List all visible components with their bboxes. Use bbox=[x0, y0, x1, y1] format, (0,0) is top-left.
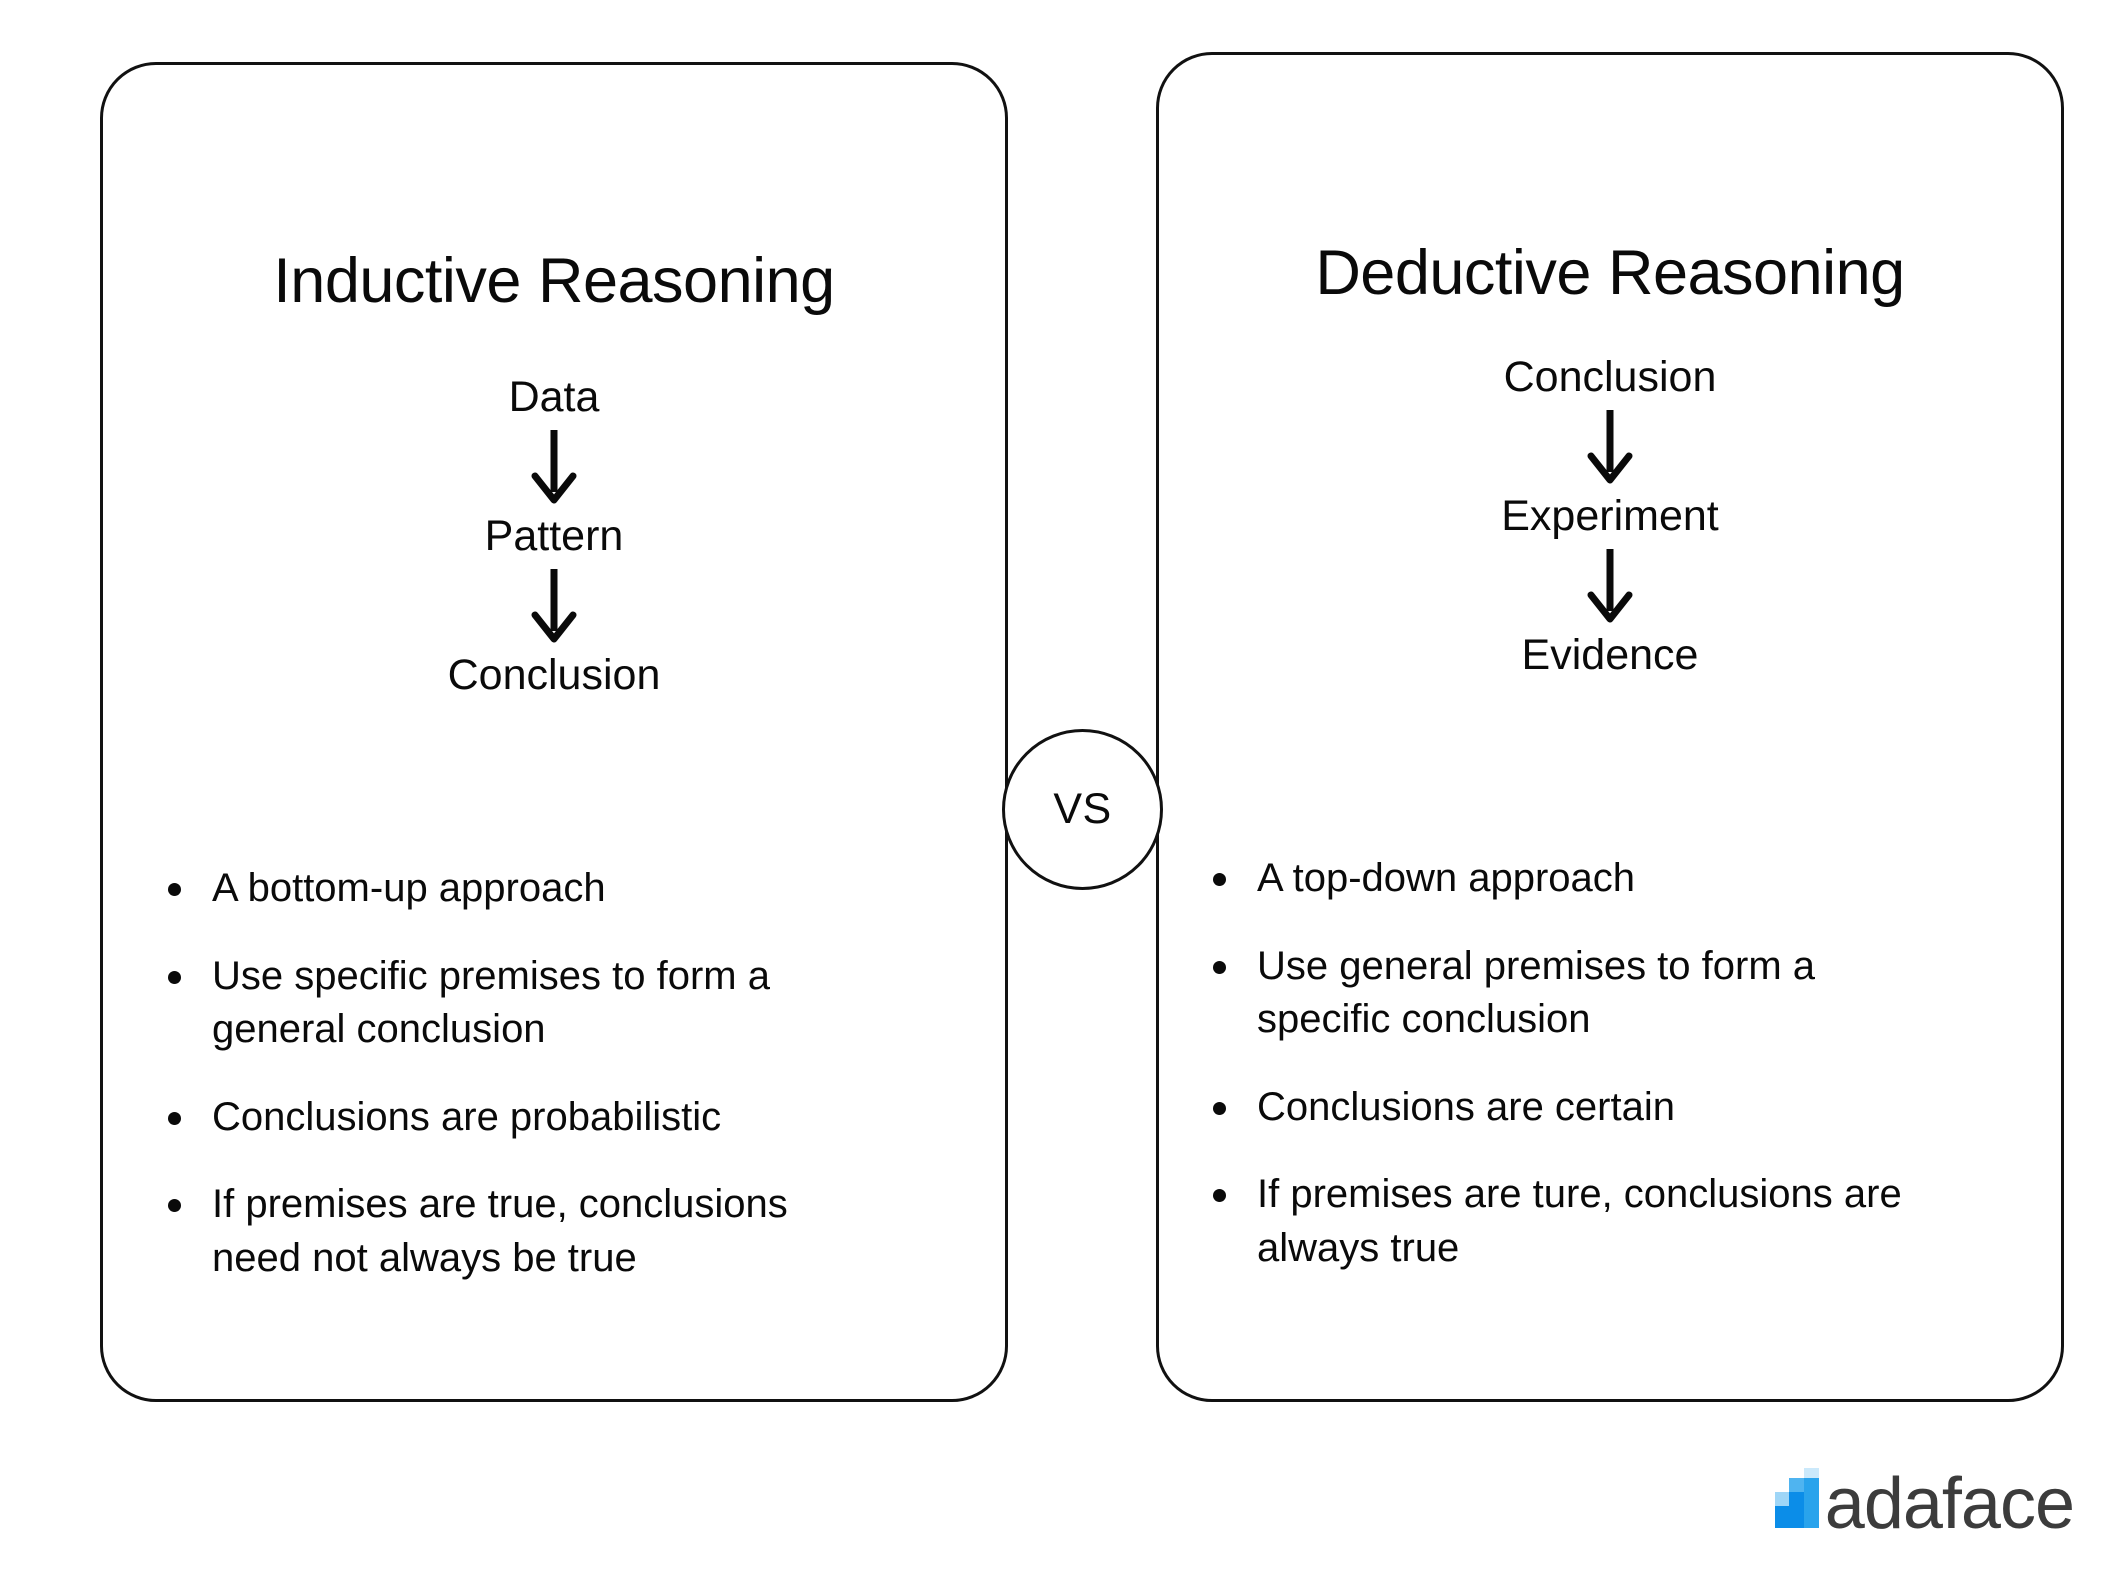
list-item: If premises are ture, conclusions are al… bbox=[1205, 1168, 1905, 1275]
list-item-text: Conclusions are certain bbox=[1257, 1084, 1675, 1129]
bullet-dot-icon bbox=[168, 1199, 181, 1213]
flow-node-pattern: Pattern bbox=[484, 512, 624, 561]
list-item: Use specific premises to form a general … bbox=[160, 950, 860, 1057]
list-item-text: A top-down approach bbox=[1257, 856, 1636, 900]
adaface-bars-icon bbox=[1774, 1468, 1819, 1528]
versus-label: VS bbox=[1053, 785, 1112, 833]
flow-node-experiment: Experiment bbox=[1501, 492, 1719, 541]
bullet-dot-icon bbox=[1213, 960, 1226, 974]
bullet-list-deductive: A top-down approach Use general premises… bbox=[1205, 852, 1905, 1276]
flow-node-evidence: Evidence bbox=[1521, 631, 1699, 680]
list-item: Conclusions are certain bbox=[1205, 1081, 1905, 1135]
bullet-dot-icon bbox=[1213, 1101, 1226, 1115]
flow-chain-deductive: Conclusion Experiment Evidence bbox=[1159, 353, 2061, 680]
arrow-down-icon bbox=[527, 426, 581, 510]
list-item-text: If premises are ture, conclusions are al… bbox=[1257, 1172, 1902, 1270]
flow-node-conclusion: Conclusion bbox=[447, 651, 661, 700]
adaface-wordmark: adaface bbox=[1824, 1463, 2075, 1544]
list-item: If premises are true, conclusions need n… bbox=[160, 1178, 860, 1285]
flow-node-data: Data bbox=[508, 373, 600, 421]
panel-deductive: Deductive Reasoning Conclusion Experimen… bbox=[1156, 52, 2064, 1402]
versus-badge: VS bbox=[1002, 729, 1163, 890]
bullet-dot-icon bbox=[168, 1111, 181, 1125]
list-item-text: If premises are true, conclusions need n… bbox=[212, 1182, 788, 1280]
list-item: Use general premises to form a specific … bbox=[1205, 940, 1905, 1047]
adaface-logo: adaface bbox=[1774, 1456, 2075, 1544]
list-item-text: A bottom-up approach bbox=[212, 866, 606, 910]
list-item-text: Use specific premises to form a general … bbox=[212, 953, 770, 1052]
list-item-text: Use general premises to form a specific … bbox=[1257, 943, 1816, 1042]
panel-inductive: Inductive Reasoning Data Pattern Conclus… bbox=[100, 62, 1008, 1402]
arrow-down-icon bbox=[527, 565, 581, 649]
bullet-dot-icon bbox=[168, 970, 181, 984]
bullet-dot-icon bbox=[1213, 873, 1226, 886]
arrow-down-icon bbox=[1583, 545, 1637, 629]
panel-title-deductive: Deductive Reasoning bbox=[1315, 238, 1905, 309]
list-item: A bottom-up approach bbox=[160, 862, 860, 916]
flow-node-conclusion: Conclusion bbox=[1503, 353, 1717, 401]
bullet-list-inductive: A bottom-up approach Use specific premis… bbox=[160, 862, 860, 1286]
panel-title-inductive: Inductive Reasoning bbox=[273, 246, 835, 317]
list-item-text: Conclusions are probabilistic bbox=[212, 1094, 722, 1139]
list-item: A top-down approach bbox=[1205, 852, 1905, 906]
list-item: Conclusions are probabilistic bbox=[160, 1091, 860, 1145]
bullet-dot-icon bbox=[1213, 1189, 1226, 1203]
flow-chain-inductive: Data Pattern Conclusion bbox=[103, 373, 1005, 700]
arrow-down-icon bbox=[1583, 406, 1637, 490]
bullet-dot-icon bbox=[168, 883, 181, 896]
